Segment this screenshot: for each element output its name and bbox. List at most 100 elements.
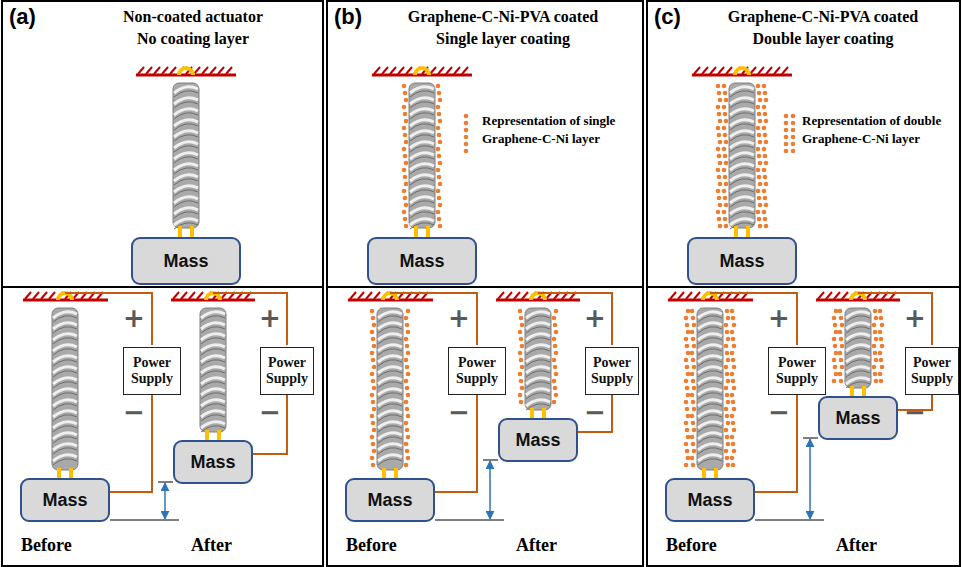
support-hatch <box>834 292 840 299</box>
coating-dot <box>402 147 407 152</box>
supply-wire <box>710 293 797 345</box>
coating-dot <box>723 154 728 159</box>
coating-dot <box>722 210 727 215</box>
coating-dot <box>690 309 695 314</box>
coating-dot <box>726 337 731 342</box>
coating-dot <box>757 91 762 96</box>
mass-block: Mass <box>665 478 755 522</box>
coating-dot <box>686 309 691 314</box>
coating-dot <box>684 421 689 426</box>
coil-winding-shadow <box>730 168 754 174</box>
coating-dot <box>730 435 735 440</box>
coating-dot <box>756 189 761 194</box>
coating-dot <box>726 442 731 447</box>
coating-dot <box>371 316 376 321</box>
coating-dot <box>874 358 879 363</box>
coating-dot <box>756 126 761 131</box>
coating-dot <box>404 379 409 384</box>
coating-dot <box>717 154 722 159</box>
coating-dot <box>716 147 721 152</box>
coil-winding-shadow <box>698 459 722 465</box>
coating-dot <box>878 330 883 335</box>
coil-winding-shadow <box>846 349 870 355</box>
coating-dot <box>722 147 727 152</box>
power-supply-label: Power Supply <box>263 355 311 387</box>
coil-winding-shadow <box>201 316 225 322</box>
coating-dot <box>371 400 376 405</box>
coil-winding-shadow <box>378 393 402 399</box>
coating-dot <box>764 119 769 124</box>
coating-dot <box>404 98 409 103</box>
coating-dot <box>552 379 557 384</box>
legend-swatch <box>462 112 478 156</box>
support-hatch <box>194 67 200 74</box>
coating-dot <box>784 128 789 133</box>
coating-dot <box>690 456 695 461</box>
coating-dot <box>726 358 731 363</box>
reference-line <box>158 482 173 483</box>
coating-dot <box>763 196 768 201</box>
coating-dot <box>684 400 689 405</box>
coating-dot <box>404 140 409 145</box>
supply-wire <box>253 395 287 454</box>
coating-dot <box>690 435 695 440</box>
coating-dot <box>519 316 524 321</box>
coating-dot <box>405 323 410 328</box>
actuator-coil <box>697 308 723 470</box>
polarity-sign: + <box>448 304 470 333</box>
coating-dot <box>763 175 768 180</box>
coil-winding-shadow <box>410 168 434 174</box>
polarity-sign: − <box>259 398 281 427</box>
coating-dot <box>691 442 696 447</box>
coating-dot <box>691 337 696 342</box>
coil-end-clip <box>542 408 546 418</box>
coating-dot <box>520 323 525 328</box>
coil-winding-shadow <box>730 146 754 152</box>
coil-winding-shadow <box>846 316 870 322</box>
coating-dot <box>406 309 411 314</box>
coil-winding-shadow <box>846 338 870 344</box>
coating-dot <box>726 400 731 405</box>
supply-wire <box>435 395 477 492</box>
coating-dot <box>718 98 723 103</box>
coating-dot <box>685 344 690 349</box>
support-hatch <box>350 292 356 299</box>
coil-end-clip <box>734 226 738 237</box>
coil-winding-shadow <box>410 113 434 119</box>
legend-entry: Representation of double Graphene-C-Ni l… <box>782 112 952 156</box>
coil-winding-shadow <box>698 393 722 399</box>
coating-dot <box>436 126 441 131</box>
mass-label: Mass <box>835 408 880 429</box>
coil-winding-shadow <box>53 360 77 366</box>
power-supply-box: Power Supply <box>768 347 826 395</box>
coating-dot <box>730 414 735 419</box>
coil-end-clip <box>414 226 418 237</box>
coating-dot <box>879 358 884 363</box>
coating-dot <box>724 428 729 433</box>
coating-dot <box>839 316 844 321</box>
coating-dot <box>685 449 690 454</box>
coating-dot <box>716 105 721 110</box>
coating-dot <box>518 309 523 314</box>
coating-dot <box>756 84 761 89</box>
coil-winding-shadow <box>846 327 870 333</box>
coating-dot <box>731 316 736 321</box>
support-hatch <box>162 67 168 74</box>
support-hatch <box>173 292 179 299</box>
coating-dot <box>518 393 523 398</box>
actuator-coil <box>845 308 871 388</box>
coating-dot <box>758 203 763 208</box>
coil-winding-shadow <box>526 349 550 355</box>
coating-dot <box>717 133 722 138</box>
coating-dot <box>716 126 721 131</box>
coating-dot <box>519 337 524 342</box>
coating-dot <box>371 442 376 447</box>
coating-dot <box>730 309 735 314</box>
coating-dot <box>405 428 410 433</box>
coating-dot <box>691 400 696 405</box>
coil-winding-shadow <box>201 426 225 432</box>
polarity-sign: + <box>904 304 926 333</box>
coating-dot <box>791 121 796 126</box>
coil-winding-shadow <box>846 371 870 377</box>
mass-block: Mass <box>20 478 110 522</box>
